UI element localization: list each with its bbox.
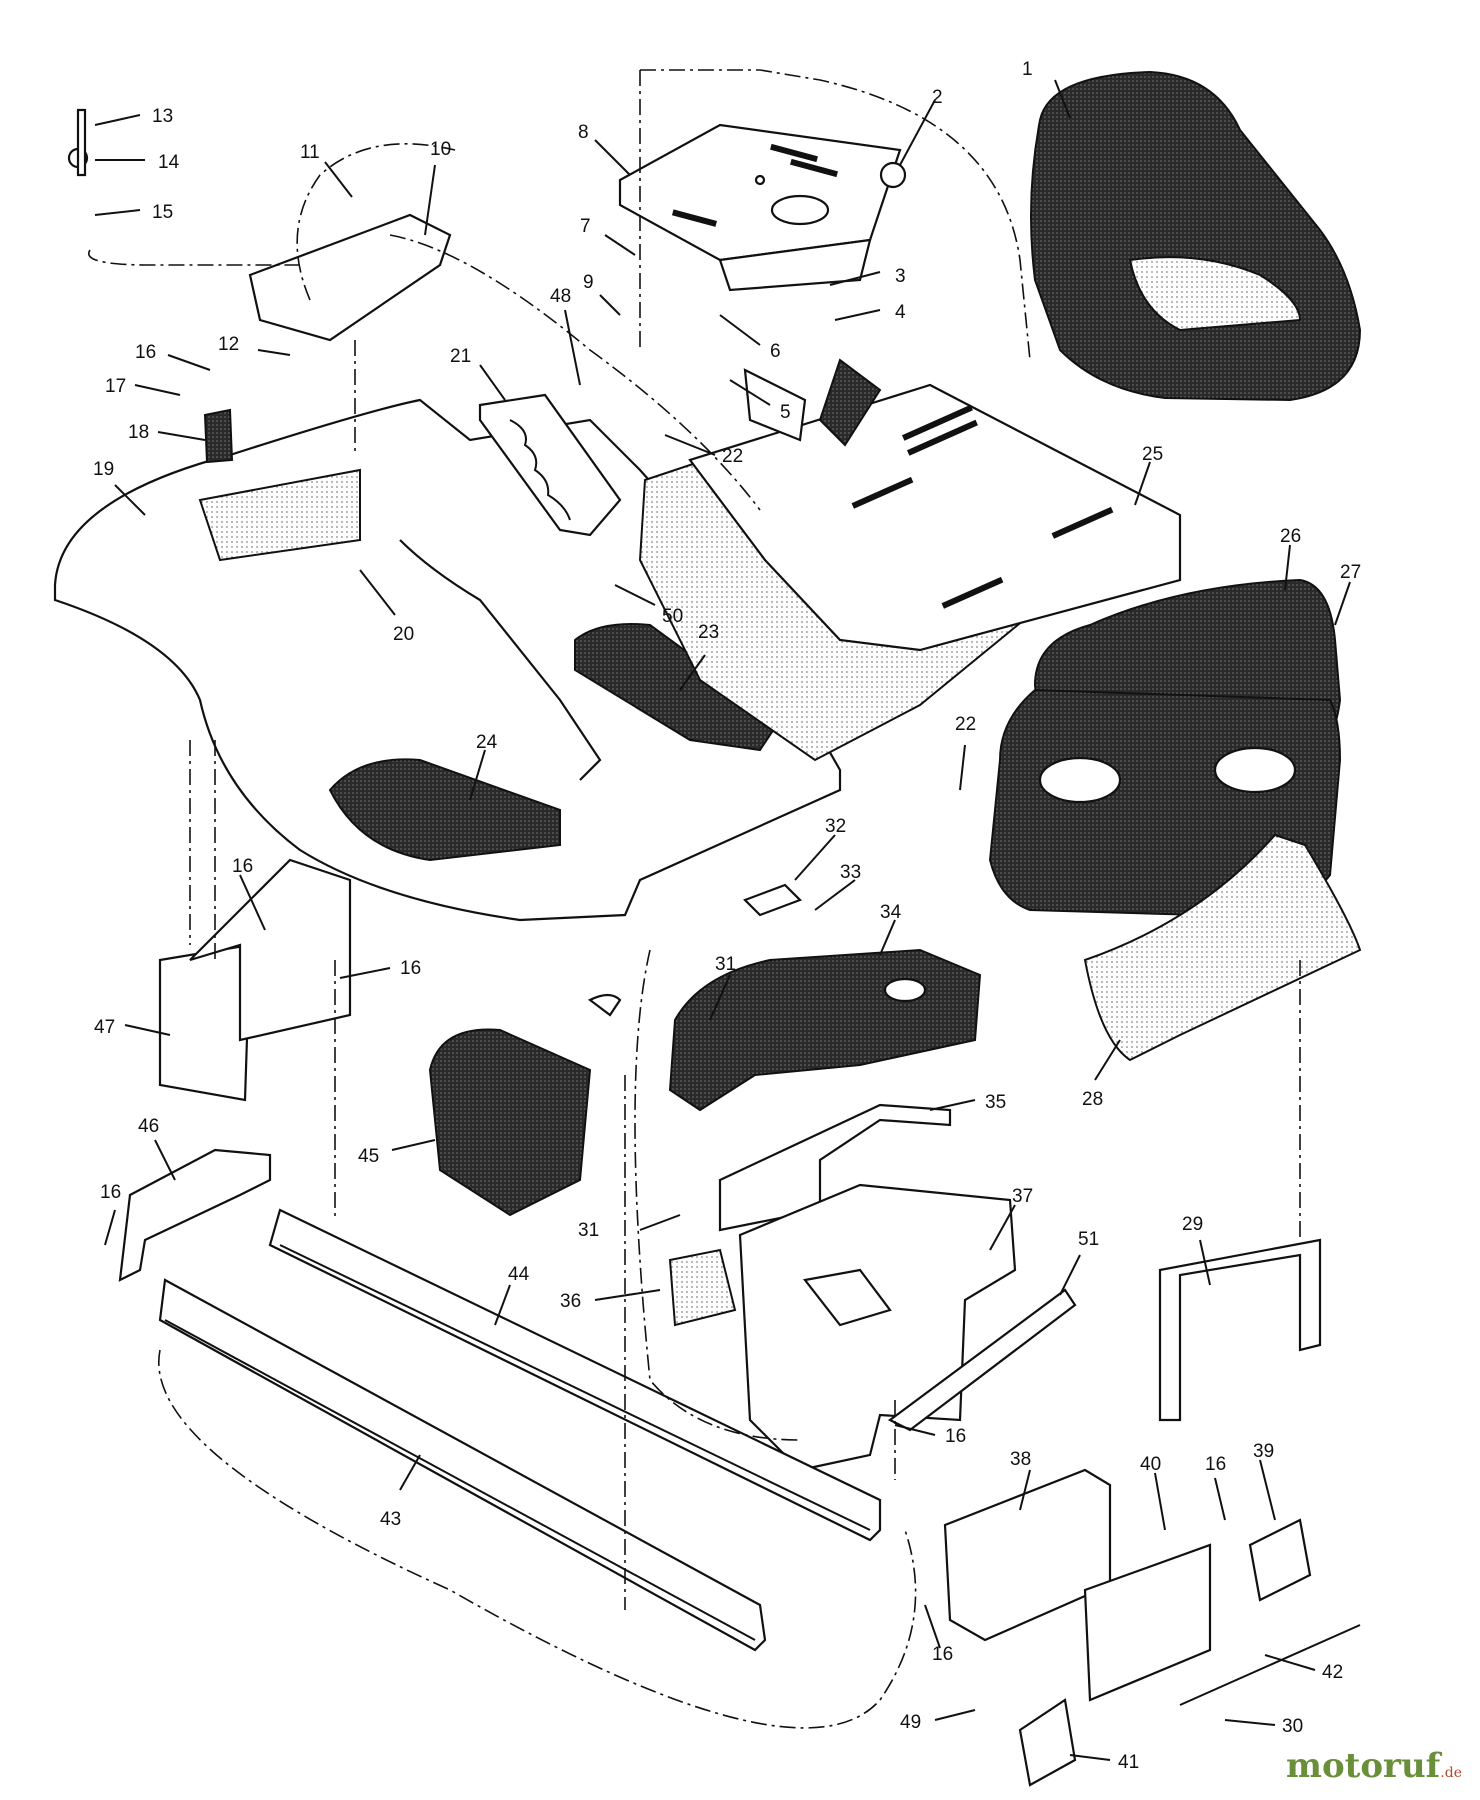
hardware xyxy=(67,108,907,1017)
callout-4: 4 xyxy=(895,302,906,323)
bracket-39 xyxy=(1248,1518,1312,1602)
watermark-logo: motoruf.de xyxy=(1286,1746,1462,1786)
callout-17: 17 xyxy=(105,376,126,397)
grille xyxy=(1083,833,1362,1062)
rod-42 xyxy=(1179,1624,1361,1706)
callout-37: 37 xyxy=(1012,1186,1033,1207)
callout-38: 38 xyxy=(1010,1449,1031,1470)
callout-22: 22 xyxy=(722,446,743,467)
callout-18: 18 xyxy=(128,422,149,443)
callout-26: 26 xyxy=(1280,526,1301,547)
floor-mat-23 xyxy=(574,623,782,752)
hood-bracket xyxy=(1158,1238,1322,1422)
callout-15: 15 xyxy=(152,202,173,223)
bracket-46 xyxy=(118,1148,272,1282)
callout-16-top: 16 xyxy=(232,856,253,877)
callout-28: 28 xyxy=(1082,1089,1103,1110)
callout-40: 40 xyxy=(1140,1454,1161,1475)
seat-pan xyxy=(618,123,902,292)
callout-51: 51 xyxy=(1078,1229,1099,1250)
callout-31: 31 xyxy=(715,954,736,975)
callout-9: 9 xyxy=(583,272,594,293)
connector-lines xyxy=(87,69,1301,1729)
bracket-40 xyxy=(1083,1543,1212,1702)
callout-43: 43 xyxy=(380,1509,401,1530)
callout-12: 12 xyxy=(218,334,239,355)
callout-42: 42 xyxy=(1322,1662,1343,1683)
callout-30: 30 xyxy=(1282,1716,1303,1737)
frame-rails xyxy=(158,1208,882,1652)
callout-6: 6 xyxy=(770,341,781,362)
callout-16-mid: 16 xyxy=(945,1426,966,1447)
callout-2: 2 xyxy=(932,87,943,108)
callout-34: 34 xyxy=(880,902,902,923)
callout-33: 33 xyxy=(840,862,861,883)
callout-21: 21 xyxy=(450,346,471,367)
callout-16-rear: 16 xyxy=(1205,1454,1226,1475)
callout-50: 50 xyxy=(662,606,683,627)
callout-5: 5 xyxy=(780,402,791,423)
callout-16-right: 16 xyxy=(400,958,421,979)
callout-32: 32 xyxy=(825,816,846,837)
callout-14: 14 xyxy=(158,152,180,173)
callout-10: 10 xyxy=(430,139,451,160)
callout-41: 41 xyxy=(1118,1752,1139,1773)
shift-quadrant xyxy=(478,393,622,537)
callouts: 1 2 3 4 5 6 7 8 9 10 11 12 13 14 15 16 1… xyxy=(93,59,1361,1773)
callout-25: 25 xyxy=(1142,444,1163,465)
callout-45: 45 xyxy=(358,1146,379,1167)
seat xyxy=(1030,70,1362,402)
callout-23: 23 xyxy=(698,622,719,643)
callout-13: 13 xyxy=(152,106,173,127)
dash-panel xyxy=(638,358,1182,762)
battery-box xyxy=(428,1028,592,1217)
callout-16: 16 xyxy=(135,342,156,363)
callout-19: 19 xyxy=(93,459,114,480)
callout-47: 47 xyxy=(94,1017,115,1038)
console-bracket xyxy=(718,1103,952,1232)
callout-48: 48 xyxy=(550,286,571,307)
callout-29: 29 xyxy=(1182,1214,1203,1235)
callout-44: 44 xyxy=(508,1264,530,1285)
callout-22b: 22 xyxy=(955,714,976,735)
callout-24: 24 xyxy=(476,732,498,753)
callout-7: 7 xyxy=(580,216,591,237)
callout-27: 27 xyxy=(1340,562,1361,583)
callout-39: 39 xyxy=(1253,1441,1274,1462)
callout-8: 8 xyxy=(578,122,589,143)
bracket-47 xyxy=(158,943,252,1102)
callout-49: 49 xyxy=(900,1712,921,1733)
callout-11: 11 xyxy=(300,142,320,163)
callout-16-bottom: 16 xyxy=(932,1644,953,1665)
callout-20: 20 xyxy=(393,624,414,645)
callout-46: 46 xyxy=(138,1116,159,1137)
callout-31b: 31 xyxy=(578,1220,599,1241)
bracket-41 xyxy=(1018,1698,1077,1787)
callout-16-left: 16 xyxy=(100,1182,121,1203)
callout-3: 3 xyxy=(895,266,906,287)
floor-mat-24 xyxy=(328,758,561,862)
side-panel xyxy=(668,1248,737,1327)
callout-36: 36 xyxy=(560,1291,581,1312)
callout-35: 35 xyxy=(985,1092,1006,1113)
dash-support xyxy=(738,1183,1017,1472)
callout-1: 1 xyxy=(1022,59,1033,80)
